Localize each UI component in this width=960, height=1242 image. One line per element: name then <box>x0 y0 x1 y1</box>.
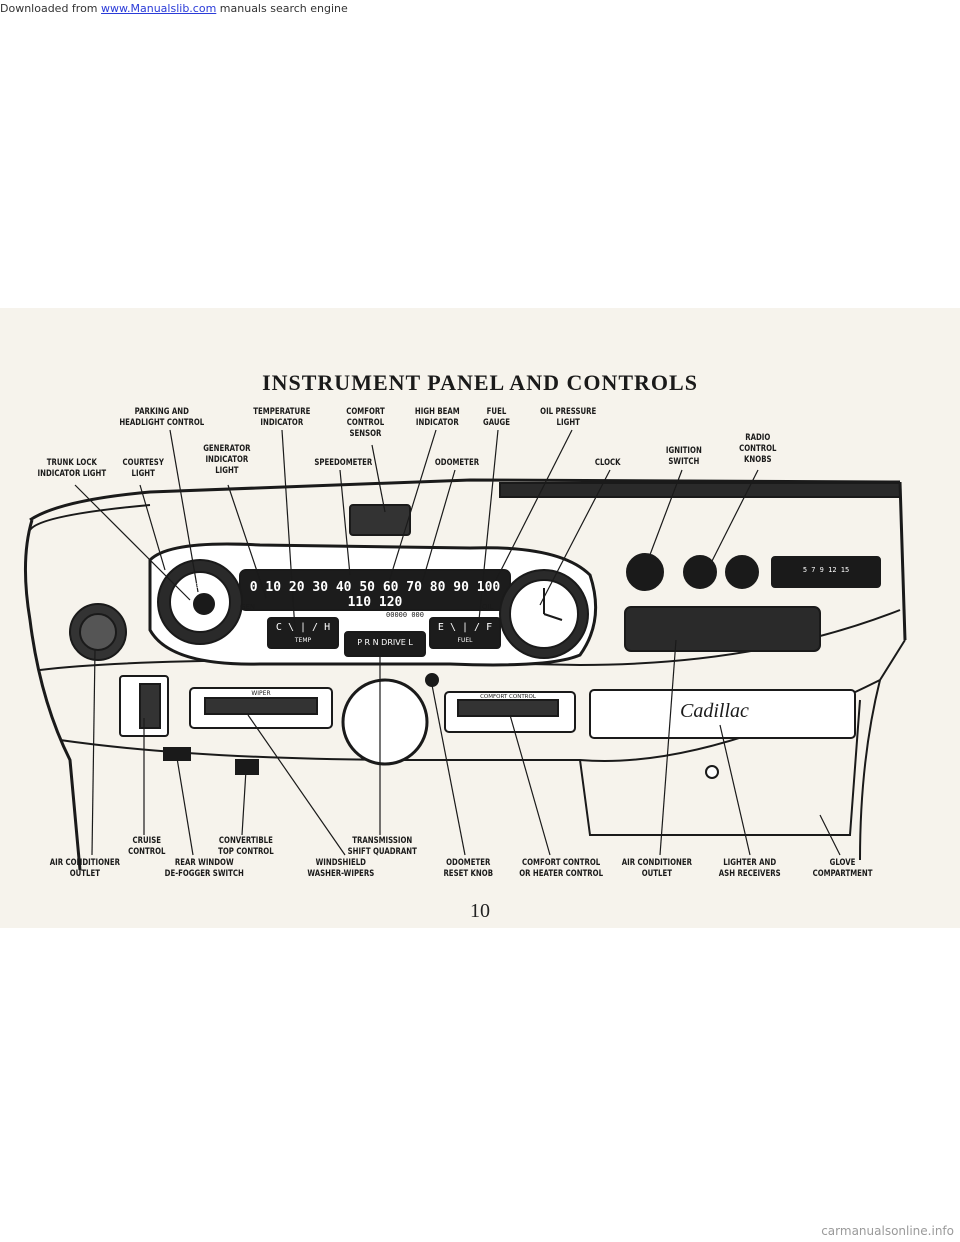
glove-lock <box>705 765 719 779</box>
fuel-gauge <box>429 617 501 649</box>
lights-dial-label: LIGHTS <box>189 583 211 590</box>
oil-lamp: OIL <box>482 603 494 611</box>
headlight-knob <box>193 593 215 615</box>
wiper-label: WIPER <box>251 690 271 697</box>
temperature-gauge-face: C \ | / H <box>275 622 331 633</box>
prnd-indicator: P R N DRIVE L <box>357 638 413 647</box>
page-number: 10 <box>470 900 490 922</box>
header-prefix: Downloaded from <box>0 2 98 15</box>
label-clock: CLOCK <box>594 458 621 468</box>
fuel-gauge-face: E \ | / F <box>437 622 493 633</box>
footer-watermark: carmanualsonline.info <box>821 1224 954 1238</box>
defroster-grille <box>499 482 901 498</box>
temperature-gauge <box>267 617 339 649</box>
ignition-switch <box>626 553 664 591</box>
page-title: INSTRUMENT PANEL AND CONTROLS <box>262 370 698 395</box>
convertible-top-switch <box>235 759 259 775</box>
cadillac-script: Cadillac <box>680 700 749 722</box>
steering-column <box>341 678 429 766</box>
speedometer-scale: 0 10 20 30 40 50 60 70 80 90 100 110 120 <box>249 580 501 610</box>
radio-scale: 5 7 9 12 15 <box>802 566 850 574</box>
odometer-digits: 00000 000 <box>386 611 424 619</box>
radio-knob-left <box>683 555 717 589</box>
label-odometer: ODOMETER <box>434 458 480 468</box>
radio-knob-right <box>725 555 759 589</box>
header-suffix: manuals search engine <box>219 2 348 15</box>
comfort-panel-label: COMFORT CONTROL <box>480 694 536 700</box>
leader-lines <box>74 429 841 856</box>
generator-lamp: GEN <box>240 603 256 611</box>
manualslib-link[interactable]: www.Manualslib.com <box>101 2 217 15</box>
label-speedometer: SPEEDOMETER <box>314 458 373 468</box>
odometer-reset-knob <box>425 673 439 687</box>
trunk-ring-label: TRUNK <box>189 622 211 629</box>
fuel-word: FUEL <box>457 637 473 644</box>
radio-dial <box>771 556 881 588</box>
temperature-word: TEMP <box>294 637 312 644</box>
air-conditioner-right-grille <box>624 606 821 652</box>
shift-quadrant-display <box>344 631 426 657</box>
comfort-sensor-vent <box>349 504 411 536</box>
download-header: Downloaded from www.Manualslib.com manua… <box>0 2 348 15</box>
